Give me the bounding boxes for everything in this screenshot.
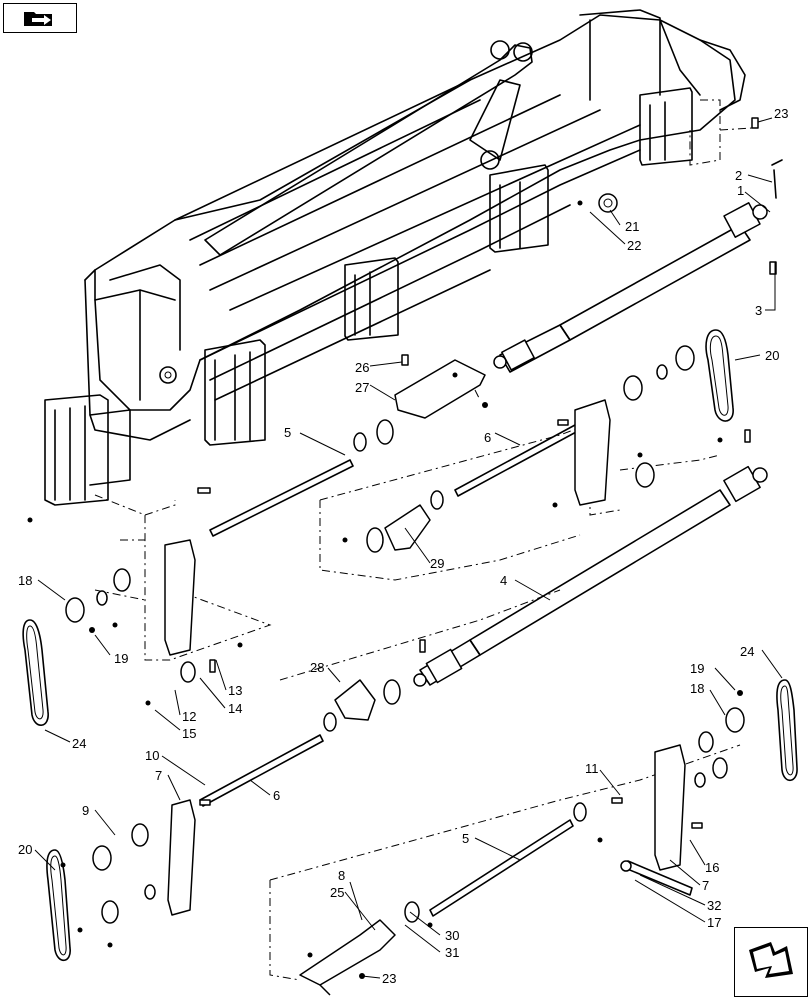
callout-23-top: 23 xyxy=(774,106,788,121)
callout-17: 17 xyxy=(707,915,721,930)
callout-30: 30 xyxy=(445,928,459,943)
boom-frame xyxy=(84,14,753,441)
callout-5-upper: 5 xyxy=(284,425,291,440)
shaft-end-cap xyxy=(771,159,783,199)
callout-3: 3 xyxy=(755,303,762,318)
belt-guards xyxy=(299,359,486,996)
fasteners xyxy=(27,117,777,979)
shaft-6-upper xyxy=(454,424,579,497)
callout-18-right: 18 xyxy=(690,681,704,696)
callout-7-right: 7 xyxy=(702,878,709,893)
callout-16: 16 xyxy=(705,860,719,875)
callout-labels: 23 2 1 21 22 3 20 26 27 5 6 29 4 18 19 1… xyxy=(18,106,788,986)
callout-29: 29 xyxy=(430,556,444,571)
callout-21: 21 xyxy=(625,219,639,234)
callout-8: 8 xyxy=(338,868,345,883)
callout-6-upper: 6 xyxy=(484,430,491,445)
callout-32: 32 xyxy=(707,898,721,913)
callout-23-bottom: 23 xyxy=(382,971,396,986)
shaft-5-upper xyxy=(209,459,354,537)
callout-28: 28 xyxy=(310,660,324,675)
callout-19-left: 19 xyxy=(114,651,128,666)
drive-shaft-4 xyxy=(413,465,768,687)
next-page-arrow-icon-graphic xyxy=(749,942,793,978)
callout-24-right: 24 xyxy=(740,644,754,659)
callout-18-left: 18 xyxy=(18,573,32,588)
callout-19-right: 19 xyxy=(690,661,704,676)
callout-1: 1 xyxy=(737,183,744,198)
callout-15: 15 xyxy=(182,726,196,741)
folder-arrow-icon-graphic xyxy=(24,12,52,26)
callout-27: 27 xyxy=(355,380,369,395)
callout-6-lower: 6 xyxy=(273,788,280,803)
callout-4: 4 xyxy=(500,573,507,588)
shaft-6-lower xyxy=(199,734,324,807)
callout-10: 10 xyxy=(145,748,159,763)
callout-9: 9 xyxy=(82,803,89,818)
next-page-arrow-icon[interactable] xyxy=(734,927,808,997)
callout-31: 31 xyxy=(445,945,459,960)
shaft-5-lower xyxy=(429,819,574,917)
callout-12: 12 xyxy=(182,709,196,724)
folder-arrow-icon[interactable] xyxy=(3,3,77,33)
callout-5-lower: 5 xyxy=(462,831,469,846)
leader-lines xyxy=(34,117,783,979)
callout-20-bottom: 20 xyxy=(18,842,32,857)
belts xyxy=(22,329,798,962)
side-plates xyxy=(164,399,686,916)
callout-11: 11 xyxy=(585,761,599,776)
callout-2: 2 xyxy=(735,168,742,183)
callout-20-top: 20 xyxy=(765,348,779,363)
frame-mount-brackets xyxy=(44,9,693,506)
callout-25: 25 xyxy=(330,885,344,900)
callout-7-left: 7 xyxy=(155,768,162,783)
cross-bar xyxy=(620,860,693,896)
callout-22: 22 xyxy=(627,238,641,253)
callout-26: 26 xyxy=(355,360,369,375)
callout-14: 14 xyxy=(228,701,242,716)
callout-24-left: 24 xyxy=(72,736,86,751)
drive-shaft-1 xyxy=(493,202,768,373)
callout-13: 13 xyxy=(228,683,242,698)
